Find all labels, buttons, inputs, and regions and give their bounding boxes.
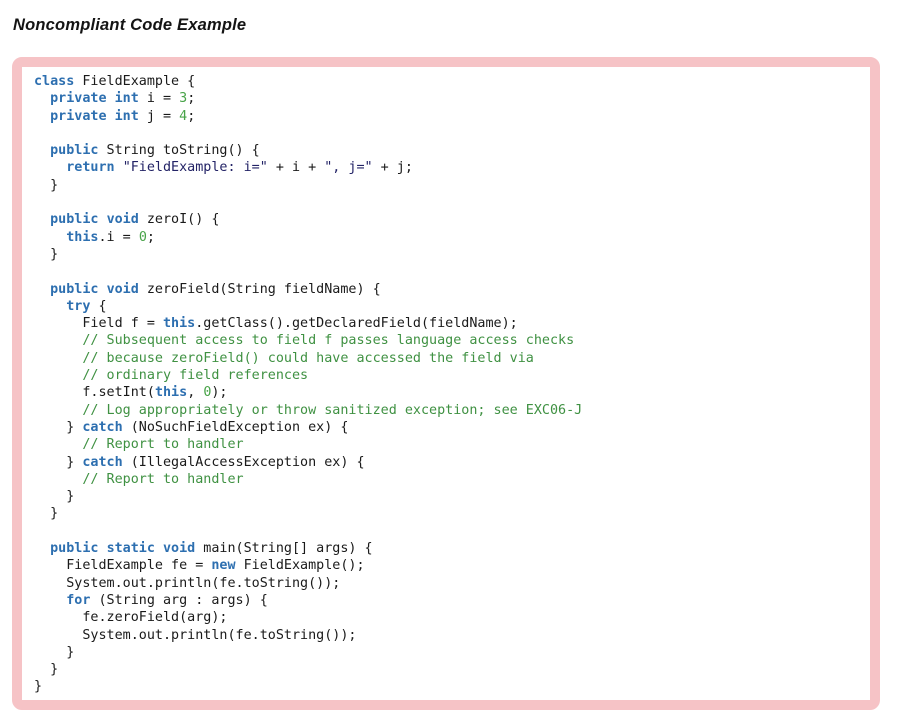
code-line: } — [34, 177, 59, 193]
code-line: // Report to handler — [82, 471, 244, 487]
code-line — [34, 125, 858, 142]
code-line: // Log appropriately or throw sanitized … — [82, 402, 583, 418]
code-line: public void zeroI() { — [50, 212, 220, 228]
code-line: } — [34, 506, 59, 522]
code-line: } — [34, 662, 59, 678]
code-line: // Subsequent access to field f passes l… — [82, 333, 575, 349]
code-line: } catch (NoSuchFieldException ex) { — [34, 419, 349, 435]
code-line: Field f = this.getClass().getDeclaredFie… — [34, 316, 518, 332]
code-line: // because zeroField() could have access… — [82, 350, 534, 366]
code-line: // ordinary field references — [82, 368, 309, 384]
code-line: this.i = 0; — [66, 229, 155, 245]
code-line: } — [34, 644, 75, 660]
code-line: System.out.println(fe.toString()); — [34, 575, 341, 591]
code-line: public String toString() { — [50, 143, 260, 159]
code-line — [34, 523, 858, 540]
code-line: return "FieldExample: i=" + i + ", j=" +… — [66, 160, 413, 176]
code-line — [34, 263, 858, 280]
code-line: fe.zeroField(arg); — [34, 610, 228, 626]
code-line: System.out.println(fe.toString()); — [34, 627, 357, 643]
code-line: FieldExample fe = new FieldExample(); — [34, 558, 365, 574]
code-line: } — [34, 246, 59, 262]
code-line: try { — [66, 298, 107, 314]
code-line: } — [34, 489, 75, 505]
code-line: public void zeroField(String fieldName) … — [50, 281, 381, 297]
code-line: f.setInt(this, 0); — [34, 385, 228, 401]
code-block: class FieldExample { private int i = 3; … — [34, 73, 858, 696]
code-line: private int i = 3; — [50, 91, 196, 107]
section-heading-noncompliant-code-example: Noncompliant Code Example — [13, 16, 247, 34]
code-line: private int j = 4; — [50, 108, 196, 124]
code-line: // Report to handler — [82, 437, 244, 453]
code-line — [34, 194, 858, 211]
code-line: } — [34, 679, 43, 695]
noncompliant-code-panel: class FieldExample { private int i = 3; … — [12, 57, 880, 710]
code-line: for (String arg : args) { — [66, 592, 268, 608]
code-line: class FieldExample { — [34, 74, 196, 89]
code-line: public static void main(String[] args) { — [50, 541, 373, 557]
code-line: } catch (IllegalAccessException ex) { — [34, 454, 365, 470]
